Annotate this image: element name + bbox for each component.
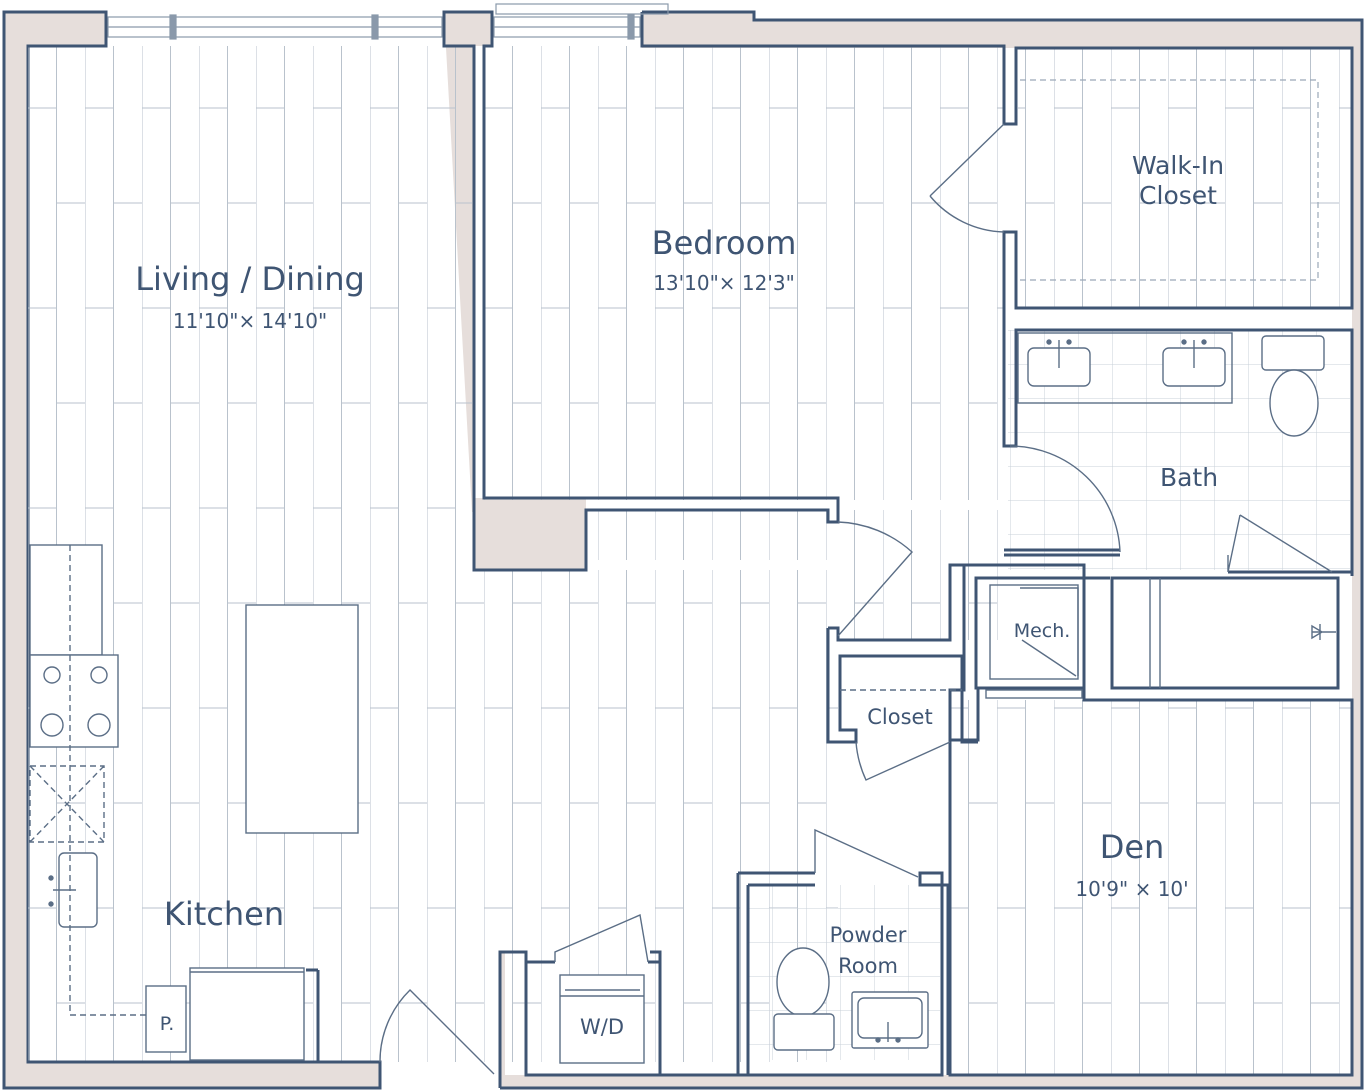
- room-label-walkin-2: Closet: [1139, 181, 1217, 210]
- washer-dryer-icon: [559, 974, 645, 1064]
- door-swing-icon: [379, 123, 1333, 1075]
- room-dims-bedroom: 13'10"× 12'3": [653, 271, 795, 295]
- room-label-bedroom: Bedroom: [652, 224, 797, 262]
- kitchen-fixtures: [29, 544, 359, 1061]
- fridge-icon: [189, 967, 305, 1061]
- room-label-bath: Bath: [1160, 463, 1218, 492]
- kitchen-island: [245, 604, 359, 834]
- room-label-living: Living / Dining: [135, 260, 365, 298]
- room-label-mech: Mech.: [1014, 620, 1071, 642]
- sink-icon: [851, 991, 929, 1049]
- room-dims-living: 11'10"× 14'10": [173, 309, 327, 333]
- room-label-powder-1: Powder: [830, 923, 907, 947]
- room-label-pantry: P.: [160, 1013, 175, 1035]
- floors: [28, 46, 1352, 1075]
- window-icon: [107, 3, 669, 40]
- room-label-closet: Closet: [867, 705, 932, 729]
- room-label-wd: W/D: [580, 1015, 624, 1039]
- toilet-icon: [1261, 335, 1325, 437]
- room-dims-den: 10'9" × 10': [1075, 877, 1188, 901]
- utility-fixtures: [559, 584, 1083, 1064]
- room-label-walkin-1: Walk-In: [1132, 151, 1224, 180]
- room-label-powder-2: Room: [838, 954, 898, 978]
- shower-icon: [1149, 578, 1336, 688]
- room-labels: Living / Dining 11'10"× 14'10" Bedroom 1…: [135, 151, 1224, 1039]
- room-label-kitchen: Kitchen: [164, 895, 284, 933]
- toilet-icon: [773, 947, 835, 1051]
- room-label-den: Den: [1100, 828, 1165, 866]
- bath-fixtures: [1017, 332, 1336, 688]
